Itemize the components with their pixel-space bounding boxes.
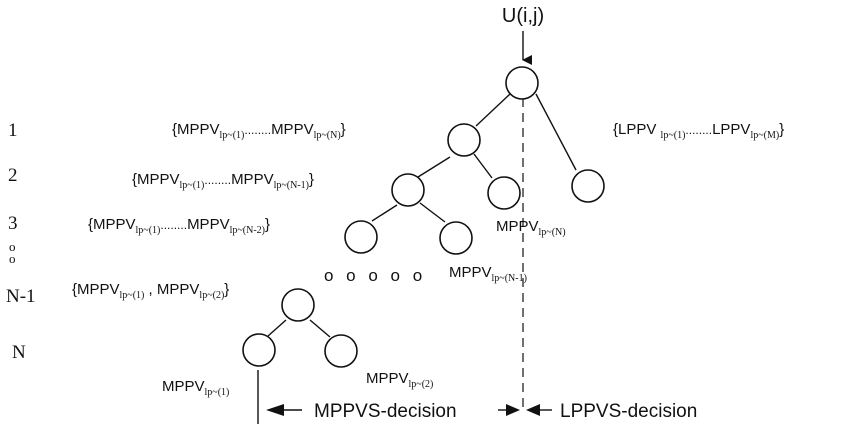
level-number-n-minus-1: N-1: [6, 286, 36, 307]
level2-left-node: [391, 173, 425, 207]
set-levelN1-left: {MPPVlp~(1) , MPPVlp~(2)}: [72, 281, 229, 301]
ellipsis-nodes: o o o o o: [324, 266, 426, 285]
levelN-right-node: [324, 334, 358, 368]
edge-ln1-left: [267, 319, 287, 337]
root-node: [505, 66, 539, 100]
levelN-left-node: [242, 333, 276, 367]
level1-left-node: [447, 123, 481, 157]
leaf-label-n: MPPVlp~(N): [496, 218, 566, 238]
set-level1-left: {MPPVlp~(1)........MPPVlp~(N)}: [172, 121, 346, 141]
level-number-3: 3: [8, 213, 18, 234]
level3-left-node: [344, 220, 378, 254]
level3-right-node: [439, 221, 473, 255]
edge-l2-right: [419, 202, 446, 223]
set-level3-left: {MPPVlp~(1)........MPPVlp~(N-2)}: [88, 216, 270, 236]
lppvs-decision-label: LPPVS-decision: [560, 401, 697, 422]
level2-right-node: [487, 176, 521, 210]
lppvs-left-arrowhead: [526, 404, 540, 416]
edge-root-left: [475, 93, 511, 127]
edge-l1-right: [473, 153, 493, 179]
leaf-label-2: MPPVlp~(2): [366, 370, 433, 390]
level-dot-2: o: [9, 251, 16, 266]
level-number-2: 2: [8, 165, 18, 186]
level1-right-node: [571, 169, 605, 203]
edge-root-right: [535, 93, 577, 171]
edge-ln1-right: [309, 319, 331, 338]
input-label: U(i,j): [502, 5, 544, 27]
leaf-label-1: MPPVlp~(1): [162, 378, 229, 398]
levelN1-node: [281, 288, 315, 322]
level-dot-1: o: [9, 239, 16, 254]
edge-l1-left: [417, 156, 451, 178]
mppvs-left-arrowhead: [266, 404, 284, 416]
set-level2-left: {MPPVlp~(1)........MPPVlp~(N-1)}: [132, 171, 314, 191]
edge-l2-left: [371, 204, 398, 222]
mppvs-decision-label: MPPVS-decision: [314, 401, 457, 422]
level-number-n: N: [12, 342, 26, 363]
mppvs-right-arrowhead: [506, 404, 520, 416]
level-number-1: 1: [8, 120, 18, 141]
set-level1-right: {LPPV lp~(1)........LPPVlp~(M)}: [613, 121, 784, 141]
leaf-label-n-minus-1: MPPVlp~(N-1): [449, 264, 527, 284]
